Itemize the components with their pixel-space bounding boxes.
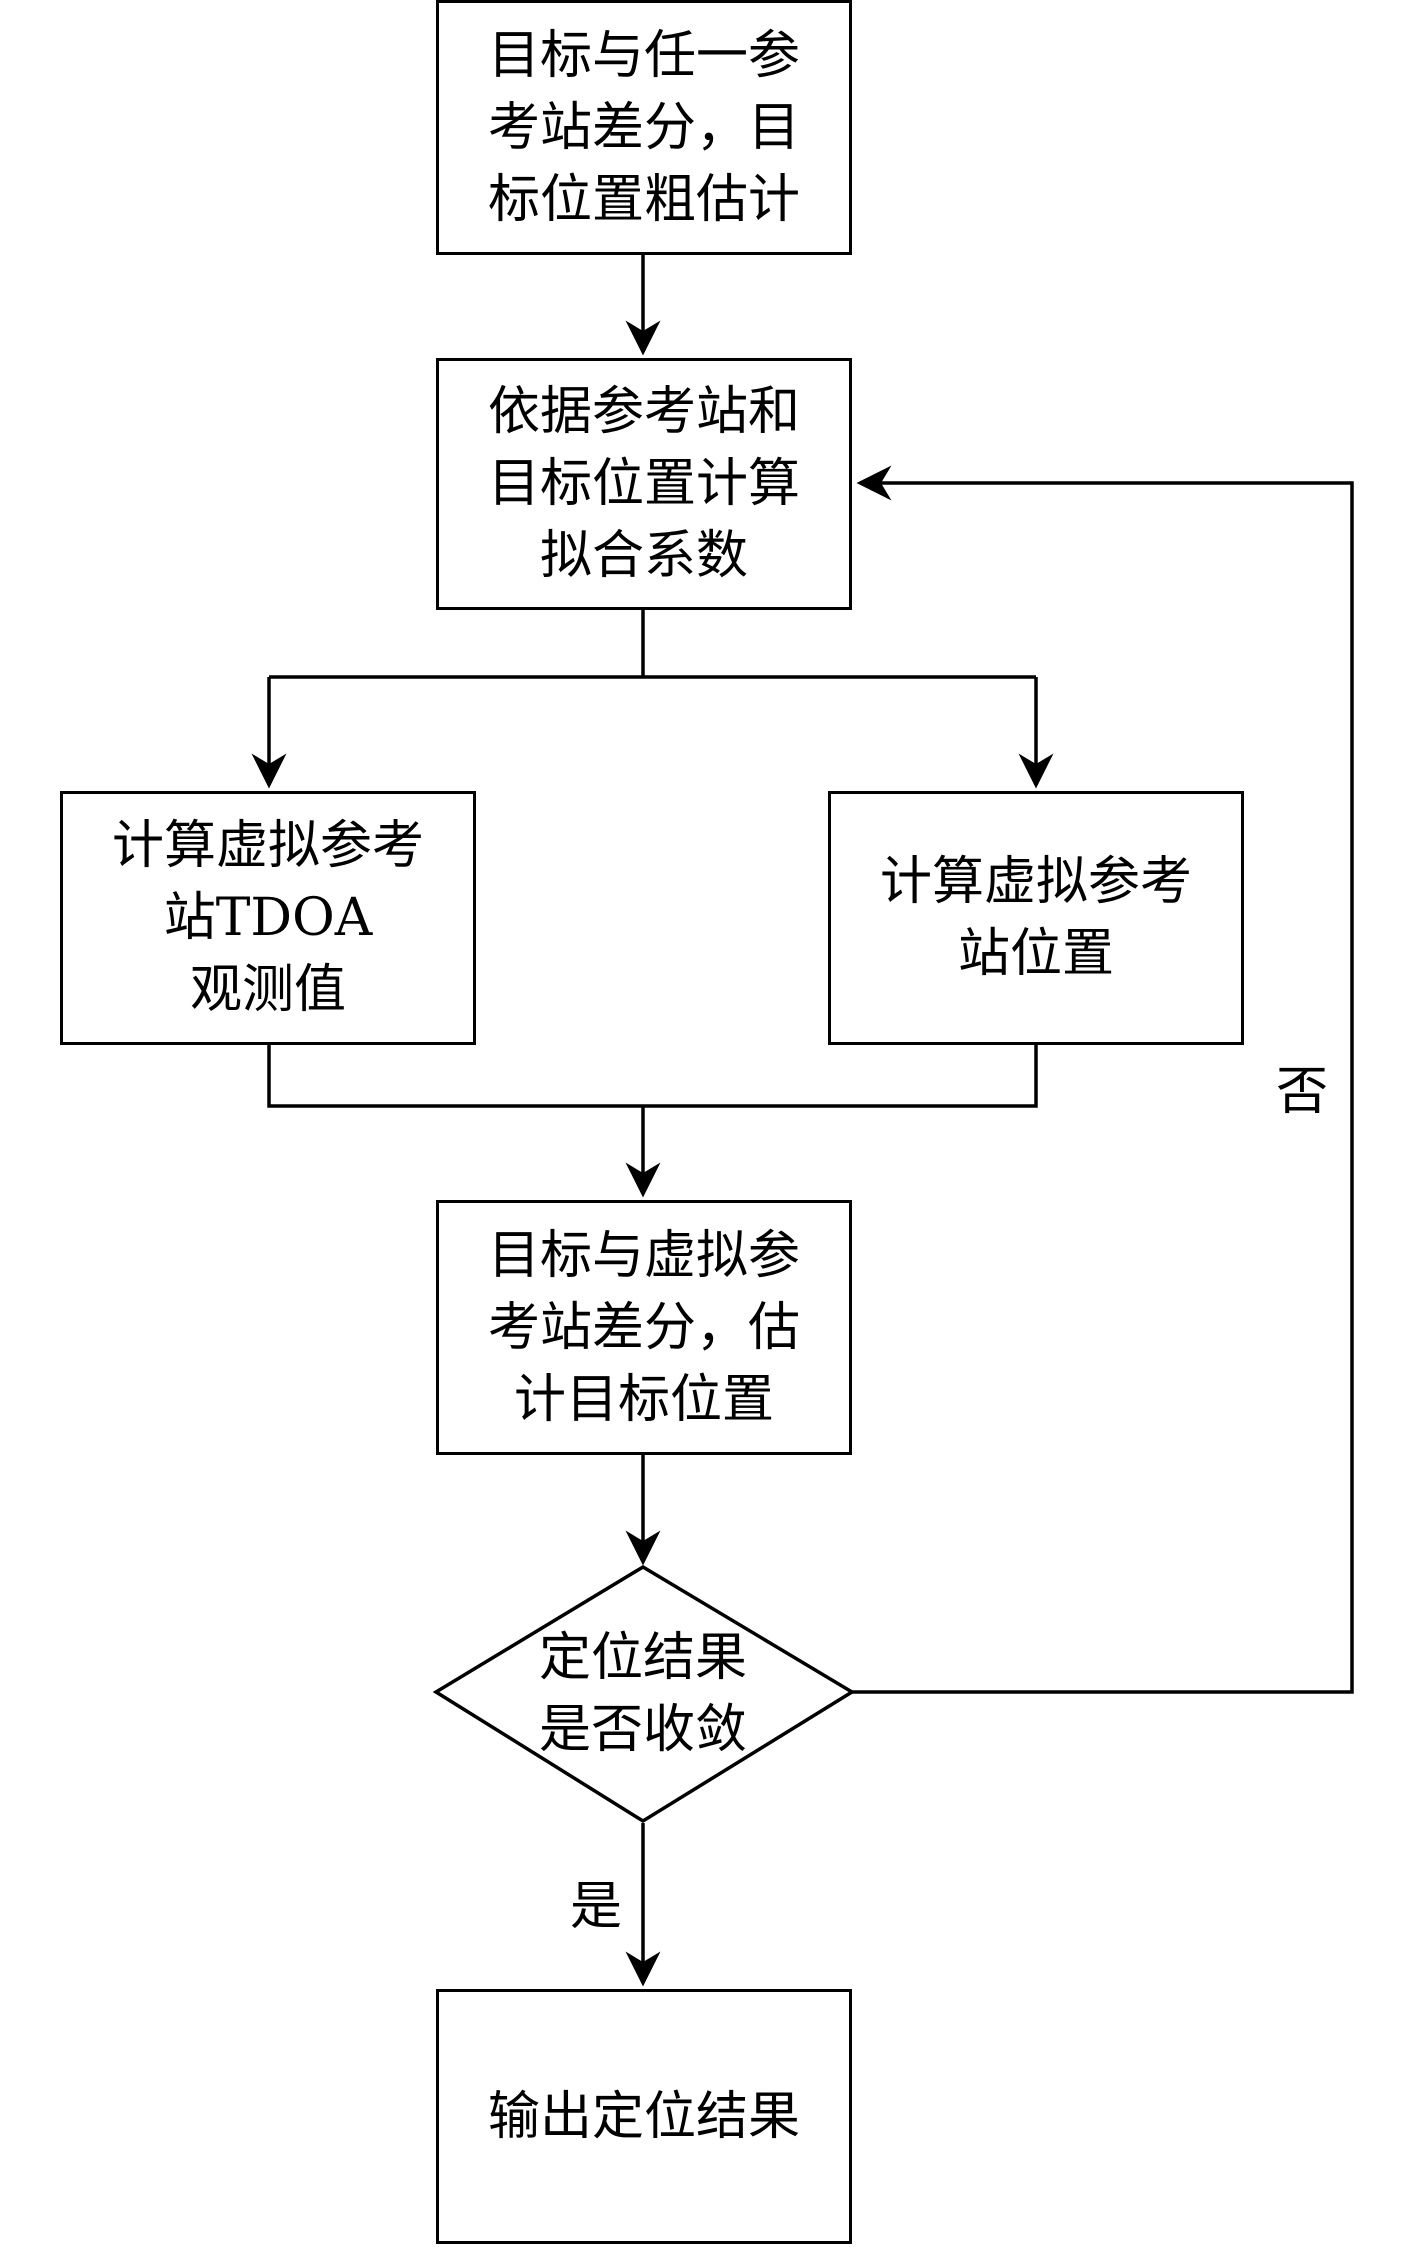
yes-label: 是 bbox=[570, 1877, 623, 1937]
calc-virtual-position-label: 计算虚拟参考 站位置 bbox=[879, 852, 1192, 984]
calc-tdoa-box: 计算虚拟参考 站TDOA 观测值 bbox=[60, 791, 476, 1045]
line-tdoa-to-merge bbox=[267, 1045, 1038, 1108]
start-box: 目标与任一参 考站差分，目 标位置粗估计 bbox=[436, 0, 852, 255]
estimate-position-label: 目标与虚拟参 考站差分，估 计目标位置 bbox=[487, 1225, 800, 1430]
calc-coefficient-label: 依据参考站和 目标位置计算 拟合系数 bbox=[487, 382, 800, 586]
calc-virtual-position-box: 计算虚拟参考 站位置 bbox=[828, 791, 1244, 1045]
calc-coefficient-box: 依据参考站和 目标位置计算 拟合系数 bbox=[436, 358, 852, 610]
arrow-loop-no bbox=[852, 465, 1354, 1694]
no-label: 否 bbox=[1276, 1062, 1329, 1122]
calc-tdoa-label: 计算虚拟参考 站TDOA 观测值 bbox=[111, 816, 424, 1020]
estimate-position-box: 目标与虚拟参 考站差分，估 计目标位置 bbox=[436, 1200, 852, 1455]
start-label: 目标与任一参 考站差分，目 标位置粗估计 bbox=[487, 25, 800, 230]
decision-label: 定位结果 是否收敛 bbox=[538, 1628, 747, 1760]
decision-diamond bbox=[432, 1564, 856, 1824]
decision-text: 定位结果 是否收敛 bbox=[486, 1600, 800, 1788]
output-box: 输出定位结果 bbox=[436, 1989, 852, 2244]
output-label: 输出定位结果 bbox=[487, 2086, 800, 2147]
